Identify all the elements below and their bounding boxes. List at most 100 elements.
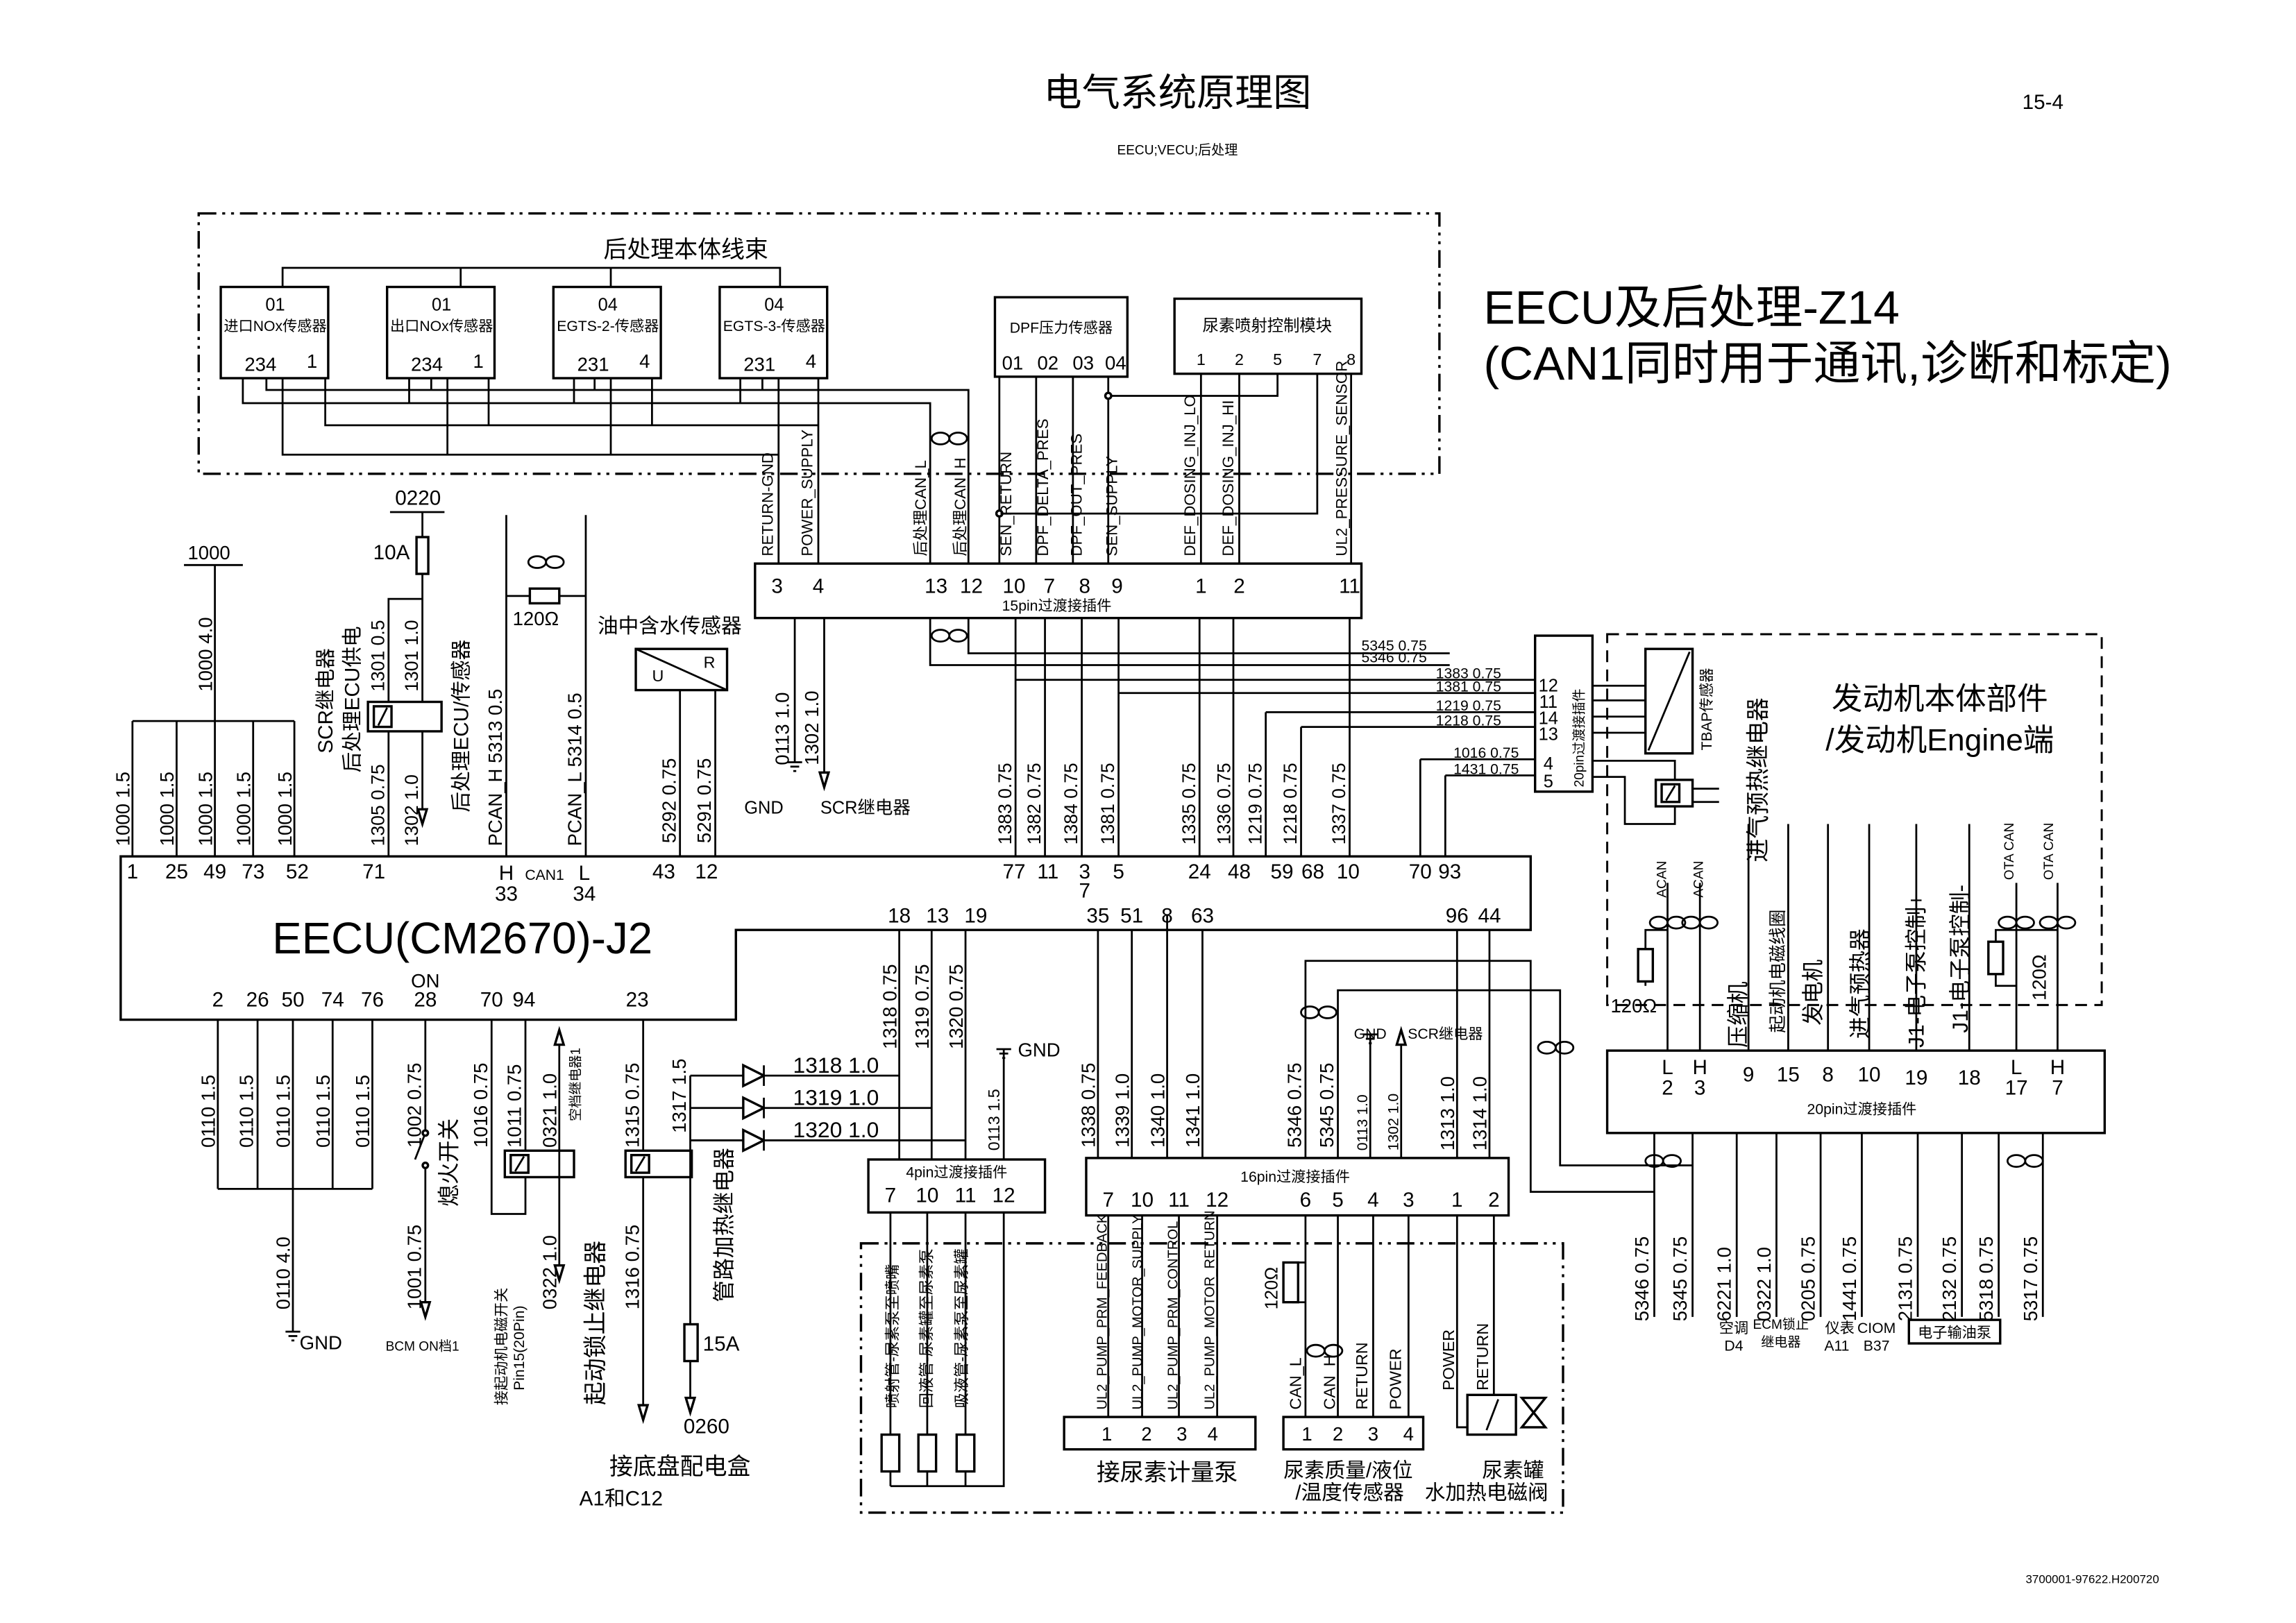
- connector-label: 16pin过渡接插件: [1240, 1169, 1350, 1185]
- wire-label: 1016 0.75: [1453, 745, 1519, 761]
- arrow-up-icon: [553, 1026, 566, 1046]
- hose-label: 吸液管-尿素泵至尿素罐: [953, 1248, 970, 1408]
- component-label: ACAN: [1691, 861, 1706, 898]
- dpf-pin: 03: [1072, 352, 1094, 373]
- wire-label: 5318 0.75: [1975, 1237, 1997, 1322]
- eecu-pin: 18: [888, 905, 911, 928]
- fuse-label: 10A: [373, 541, 410, 564]
- eecu-pin: 44: [1478, 905, 1501, 928]
- sensor-pins: 234: [244, 353, 276, 375]
- eecu-pin: 70: [1409, 860, 1432, 883]
- junction-dot: [1104, 391, 1113, 400]
- wire-label: 1381 0.75: [1436, 679, 1501, 695]
- sensor-box: [552, 285, 662, 380]
- sensor-terminal: R: [704, 654, 716, 672]
- wire-label: 1301 0.5: [367, 620, 388, 692]
- wire-label: 0113 1.0: [772, 692, 793, 765]
- sensor-pins: 4: [639, 350, 650, 372]
- signal-label: DPF_DELTA_PRES: [1034, 418, 1052, 556]
- signal-label: SEN_SUPPLY: [1103, 456, 1120, 556]
- destination-label: A1和C12: [580, 1487, 663, 1510]
- signal-label: RETURN: [1474, 1323, 1492, 1391]
- wire: [1304, 960, 1655, 1193]
- connector-pin-letter: L: [1662, 1056, 1673, 1079]
- eecu-pin: 73: [242, 860, 264, 883]
- wire: [890, 1212, 1005, 1488]
- eecu-pin: 49: [203, 860, 226, 883]
- wire-label: 1316 0.75: [621, 1225, 643, 1310]
- arrow-down-icon: [419, 1300, 432, 1321]
- connector-pin: 2: [1488, 1189, 1500, 1212]
- relay-coil-icon: [377, 707, 388, 726]
- relay-coil-icon: [1665, 785, 1676, 801]
- connector-pin: 7: [1102, 1189, 1114, 1212]
- destination-label: 继电器: [1761, 1334, 1800, 1350]
- eecu-pin: 13: [926, 905, 949, 928]
- destination-label: SCR继电器: [1408, 1026, 1483, 1042]
- wire-label: 0113 1.0: [1355, 1094, 1371, 1150]
- wire: [1108, 373, 1278, 397]
- resistor-label: 120Ω: [513, 608, 559, 629]
- dpf-pin: 01: [1002, 352, 1024, 373]
- wire-label: 1302 1.0: [401, 774, 422, 846]
- connector-15pin: [754, 562, 1363, 620]
- twisted-pair-icon: [527, 555, 548, 569]
- wire-label: 5346 0.75: [1631, 1237, 1653, 1322]
- twisted-pair-icon: [1662, 1154, 1682, 1168]
- wire-label: 1000 1.5: [156, 772, 178, 846]
- destination-label: 空调: [1719, 1320, 1748, 1336]
- ground-label: GND: [1354, 1026, 1387, 1042]
- urea-quality-sensor-box: [1282, 1416, 1425, 1451]
- wire: [242, 378, 931, 564]
- wire-label: 2132 0.75: [1939, 1237, 1960, 1322]
- connector-pin: 11: [1168, 1189, 1190, 1212]
- signal-label: UL2_PUMP_MOTOR_RETURN: [1202, 1210, 1217, 1409]
- signal-label: RETURN: [1353, 1342, 1371, 1409]
- diode-icon: [742, 1063, 767, 1088]
- twisted-pair-icon: [545, 555, 565, 569]
- connector-pin: 2: [1333, 1423, 1343, 1445]
- sensor-code: 04: [764, 295, 784, 314]
- connector-pin: 13: [1539, 725, 1558, 745]
- relay-label: 起动锁止继电器: [582, 1241, 609, 1405]
- urea-pump-box: [1063, 1416, 1257, 1451]
- fuse-icon: [415, 536, 430, 575]
- eecu-pin: 63: [1191, 905, 1214, 928]
- connector-pin: 17: [2005, 1077, 2028, 1100]
- dpf-sensor-name: DPF压力传感器: [1010, 319, 1113, 336]
- load-label: 后处理ECU/传感器: [450, 640, 473, 813]
- connector-pin: 7: [2052, 1077, 2063, 1100]
- wire-label: 1315 0.75: [621, 1062, 643, 1148]
- wire-label: 5345 0.75: [1316, 1062, 1337, 1148]
- resistor-label: 120Ω: [1610, 995, 1657, 1017]
- dpf-pin: 02: [1037, 352, 1058, 373]
- dosing-module-name: 尿素喷射控制模块: [1203, 316, 1333, 334]
- twisted-pair-icon: [1666, 915, 1687, 930]
- connector-pin: 11: [1539, 692, 1558, 712]
- wire: [265, 378, 970, 564]
- connector-pin: 13: [925, 575, 947, 598]
- eecu-pin: 2: [212, 988, 224, 1011]
- wire-label: 1381 0.75: [1097, 763, 1118, 844]
- sensor-pins: 1: [473, 350, 484, 372]
- twisted-pair-icon: [2057, 915, 2077, 930]
- dpf-pin: 04: [1105, 352, 1126, 373]
- wire-label: 1000 1.5: [112, 772, 134, 846]
- wire: [281, 378, 779, 456]
- eecu-pin: 68: [1301, 860, 1324, 883]
- wire: [490, 1019, 527, 1215]
- sensor-terminal: U: [652, 667, 664, 685]
- connector-label: 15pin过渡接插件: [1002, 597, 1112, 614]
- valve-icon: [1519, 1411, 1548, 1429]
- connector-pin: 12: [960, 575, 983, 598]
- wire: [929, 618, 1450, 666]
- eecu-pin: 59: [1270, 860, 1293, 883]
- dosing-pin: 2: [1235, 350, 1244, 368]
- wire-label: 6221 1.0: [1714, 1247, 1735, 1321]
- eecu-pin: 74: [321, 988, 344, 1011]
- wire-label: 1320 0.75: [945, 964, 967, 1049]
- wire-label: 0321 1.0: [539, 1073, 561, 1148]
- wire-label: 1335 0.75: [1179, 763, 1199, 844]
- resistor-label: 120Ω: [2029, 954, 2050, 1001]
- twisted-pair-icon: [2015, 915, 2035, 930]
